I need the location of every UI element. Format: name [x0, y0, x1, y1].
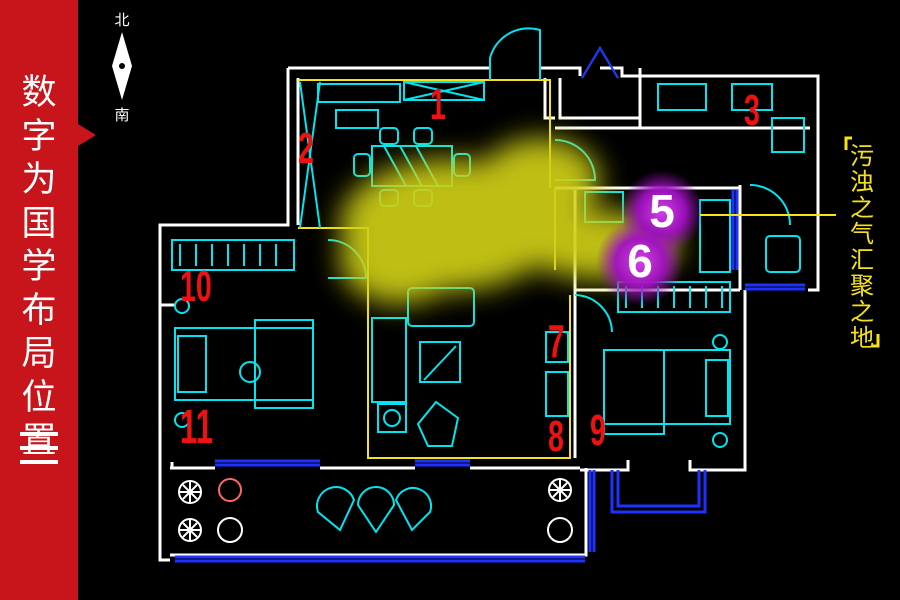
compass-south-label: 南	[114, 106, 130, 124]
room-number-1: 1	[430, 80, 446, 129]
bed-icon	[174, 319, 314, 409]
highlight-number-6: 6	[627, 235, 653, 287]
annotation-char: 污	[850, 142, 874, 170]
exterior-walls	[158, 66, 820, 562]
annotation-char: 气	[850, 220, 874, 248]
sidebar-title-char: 国	[21, 203, 57, 244]
sidebar-banner: 数 字 为 国 学 布 局 位 置	[0, 0, 78, 600]
sidebar-title-char: 置	[21, 421, 57, 461]
plant-icon	[178, 478, 573, 543]
sofa-icon	[371, 287, 475, 433]
annotation-text: 污 浊 之 气 汇 聚 之 地	[849, 143, 875, 351]
room-number-9: 9	[590, 406, 606, 455]
annotation-char: 聚	[850, 272, 874, 300]
entrance-door-icon	[489, 27, 541, 80]
bubble-6-glow	[596, 218, 684, 306]
sidebar-arrow	[78, 124, 96, 146]
sidebar-title-char: 位	[21, 377, 57, 418]
room-number-3: 3	[744, 86, 760, 135]
sidebar-title-char: 布	[21, 290, 57, 331]
compass-needle-icon	[112, 32, 132, 100]
sidebar-title-char: 字	[21, 116, 57, 157]
compass-north-label: 北	[114, 11, 130, 29]
sidebar-title-char: 局	[21, 334, 57, 374]
highlight-number-5: 5	[649, 185, 675, 237]
toilet-icon	[765, 235, 801, 273]
sidebar-title-char: 学	[21, 247, 57, 287]
annotation-char: 地	[850, 324, 874, 352]
room-number-10: 10	[180, 262, 212, 311]
annotation-callout: 污 浊 之 气 汇 聚 之 地	[844, 135, 878, 351]
sidebar-title-char: 数	[21, 73, 57, 113]
room-number-2: 2	[298, 124, 314, 173]
sidebar-title: 数 字 为 国 学 布 局 位 置	[0, 72, 78, 464]
sidebar-badge	[20, 432, 58, 474]
annotation-char: 之	[850, 194, 874, 222]
window-lines	[175, 190, 805, 563]
annotation-char: 浊	[850, 168, 874, 196]
furniture	[171, 27, 805, 534]
annotation-char: 之	[850, 298, 874, 326]
armchair-icon	[416, 400, 460, 447]
room-number-8: 8	[548, 412, 564, 461]
room-number-11: 11	[180, 401, 213, 454]
sidebar-title-char: 为	[21, 160, 57, 200]
room-number-7: 7	[548, 315, 565, 367]
annotation-char: 汇	[850, 246, 874, 274]
